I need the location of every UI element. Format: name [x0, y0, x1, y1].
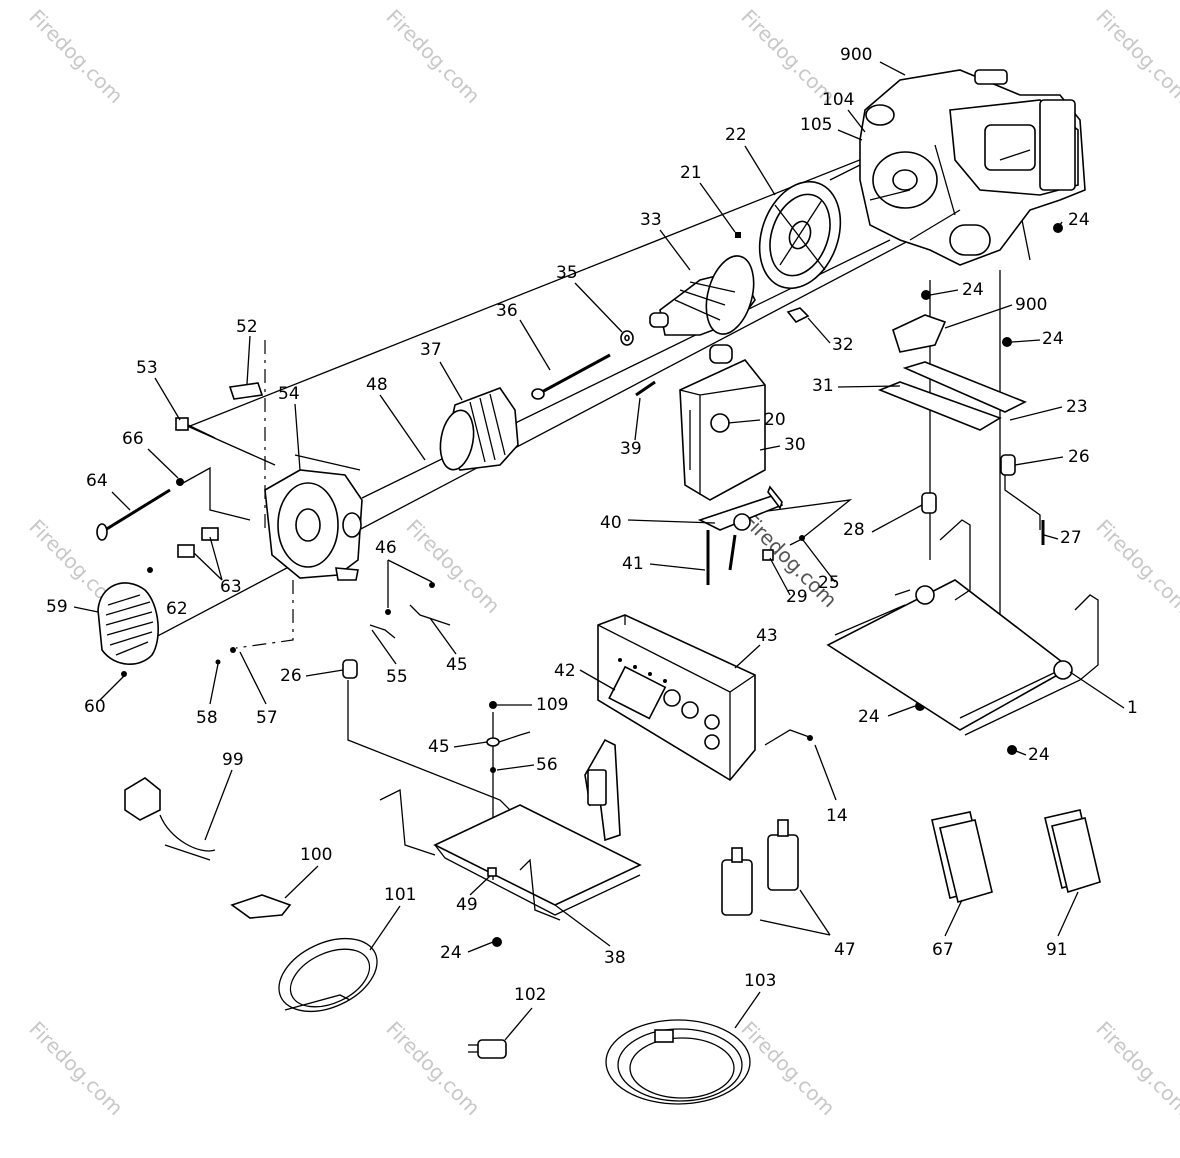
part-labels: 900 104 105 22 21 33 24 35 36 32 24 900 …: [46, 45, 1138, 1005]
part-label: 24: [858, 707, 880, 727]
part-label: 41: [622, 554, 644, 574]
wiring-harness: [121, 582, 451, 677]
part-label: 33: [640, 210, 662, 230]
frame-left: [379, 788, 642, 921]
plug: [468, 1039, 507, 1059]
keys: [230, 894, 292, 919]
part-label: 30: [784, 435, 806, 455]
part-label: 105: [800, 115, 832, 135]
part-label: 25: [818, 573, 840, 593]
part-label: 24: [440, 943, 462, 963]
end-hardware: [96, 382, 264, 573]
part-label: 99: [222, 750, 244, 770]
part-label: 1: [1127, 698, 1138, 718]
part-label: 59: [46, 597, 68, 617]
battery-charger: [124, 777, 216, 861]
watermark: Firedog.com: [1091, 515, 1180, 619]
rotor: [649, 255, 756, 336]
part-label: 60: [84, 697, 106, 717]
engine: [859, 69, 1086, 266]
part-label: 39: [620, 439, 642, 459]
part-label: 52: [236, 317, 258, 337]
grille: [97, 582, 159, 665]
part-label: 53: [136, 358, 158, 378]
watermark: Firedog.com: [24, 1017, 128, 1121]
support-brackets: [342, 223, 1063, 947]
part-label: 104: [822, 90, 854, 110]
part-label: 28: [843, 520, 865, 540]
end-bell: [264, 469, 363, 581]
part-label: 47: [834, 940, 856, 960]
battery-cables: [278, 937, 378, 1013]
part-label: 24: [1068, 210, 1090, 230]
part-label: 24: [1042, 329, 1064, 349]
muffler: [679, 344, 766, 501]
part-label: 36: [496, 301, 518, 321]
part-label: 42: [554, 661, 576, 681]
part-label: 109: [536, 695, 568, 715]
watermark: Firedog.com: [401, 515, 505, 619]
leader-lines: [73, 61, 1125, 1041]
part-label: 57: [256, 708, 278, 728]
muffler-bracket: [635, 380, 805, 585]
part-label: 31: [812, 376, 834, 396]
part-label: 27: [1060, 528, 1082, 548]
watermark: Firedog.com: [736, 1017, 840, 1121]
part-label: 67: [932, 940, 954, 960]
manuals: [931, 809, 1101, 904]
watermark: Firedog.com: [24, 5, 128, 109]
part-label: 55: [386, 667, 408, 687]
ground-wiring: [486, 701, 531, 773]
power-cord: [605, 1019, 751, 1105]
part-label: 24: [1028, 745, 1050, 765]
part-label: 45: [428, 737, 450, 757]
part-label: 48: [366, 375, 388, 395]
watermark: Firedog.com: [1091, 1017, 1180, 1121]
part-label: 35: [556, 263, 578, 283]
part-label: 38: [604, 948, 626, 968]
part-label: 58: [196, 708, 218, 728]
part-label: 49: [456, 895, 478, 915]
part-label: 22: [725, 125, 747, 145]
part-label: 14: [826, 806, 848, 826]
part-label: 26: [1068, 447, 1090, 467]
part-label: 26: [280, 666, 302, 686]
part-label: 62: [166, 599, 188, 619]
part-label: 900: [1015, 295, 1047, 315]
part-label: 24: [962, 280, 984, 300]
watermark: Firedog.com: [381, 5, 485, 109]
stator: [439, 387, 519, 471]
part-label: 46: [375, 538, 397, 558]
oil-bottles: [721, 819, 831, 936]
watermark: Firedog.com: [1091, 5, 1180, 109]
part-label: 64: [86, 471, 108, 491]
part-label: 102: [514, 985, 546, 1005]
part-label: 23: [1066, 397, 1088, 417]
part-label: 29: [786, 587, 808, 607]
watermark: Firedog.com: [381, 1017, 485, 1121]
part-label: 45: [446, 655, 468, 675]
part-label: 91: [1046, 940, 1068, 960]
part-label: 103: [744, 971, 776, 991]
fan-housing: [758, 180, 842, 290]
frame-right: [826, 519, 1099, 736]
part-label: 32: [832, 335, 854, 355]
small-hardware: [531, 232, 810, 400]
part-label: 56: [536, 755, 558, 775]
part-label: 900: [840, 45, 872, 65]
part-label: 40: [600, 513, 622, 533]
part-label: 101: [384, 885, 416, 905]
part-label: 21: [680, 163, 702, 183]
part-label: 20: [764, 410, 786, 430]
part-label: 63: [220, 577, 242, 597]
part-label: 100: [300, 845, 332, 865]
part-label: 37: [420, 340, 442, 360]
handle-bracket: [584, 738, 621, 842]
part-label: 54: [278, 384, 300, 404]
part-label: 66: [122, 429, 144, 449]
control-panel: [597, 614, 813, 782]
part-label: 43: [756, 626, 778, 646]
